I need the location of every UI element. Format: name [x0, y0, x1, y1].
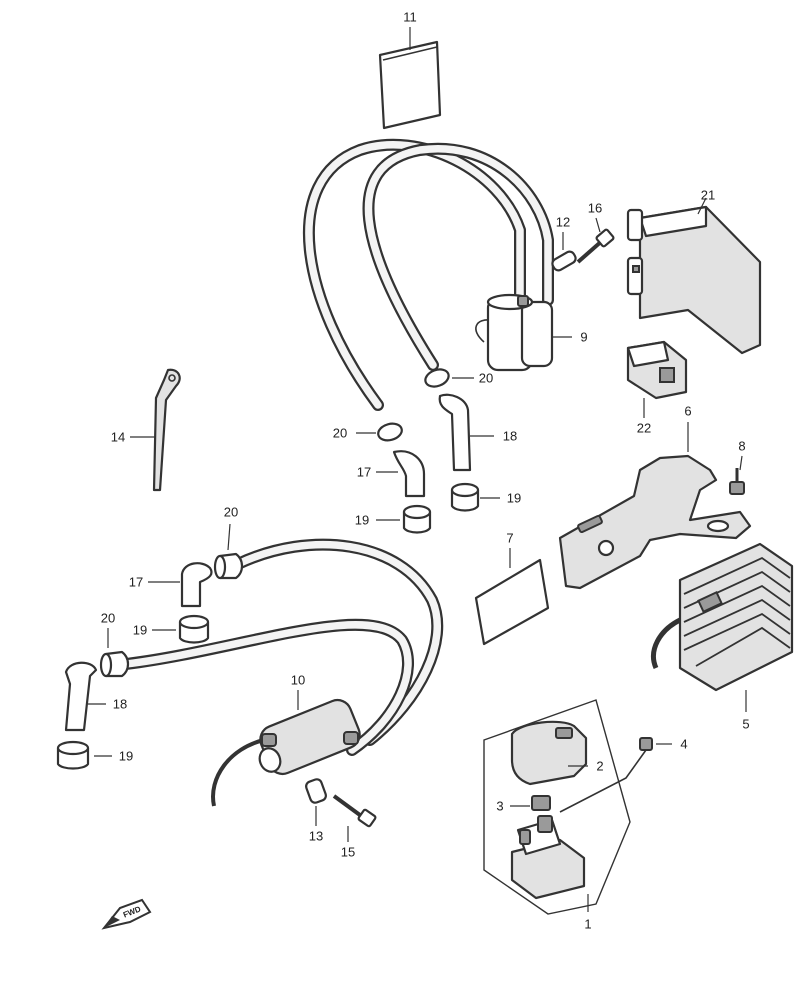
- callout-7: 7: [506, 531, 513, 546]
- part-17-spark-plug-cap: [392, 450, 426, 498]
- front-arrow-icon: FWD: [101, 898, 152, 930]
- part-14-cable-clamp: [152, 368, 181, 492]
- part-1-starter-relay-assembly-frame: [483, 699, 631, 915]
- callout-3: 3: [496, 799, 503, 814]
- part-22-relay: [626, 340, 688, 400]
- part-21-igniter-unit: [626, 205, 762, 355]
- callout-8: 8: [738, 439, 745, 454]
- callout-5: 5: [742, 717, 749, 732]
- callout-20b: 20: [333, 426, 347, 441]
- callout-6: 6: [684, 404, 691, 419]
- part-8-screw: [729, 468, 745, 495]
- part-18-spark-plug-cap-2: [64, 661, 98, 732]
- part-19-cap-boot-3: [178, 614, 210, 644]
- callout-14: 14: [111, 430, 125, 445]
- callout-10: 10: [291, 673, 305, 688]
- callout-2: 2: [596, 759, 603, 774]
- callout-9: 9: [580, 330, 587, 345]
- part-10-ignition-coil: [211, 698, 361, 807]
- part-19-cap-boot-4: [56, 740, 90, 770]
- callout-16: 16: [588, 201, 602, 216]
- callout-21: 21: [701, 188, 715, 203]
- part-7-cushion-pad: [474, 558, 550, 646]
- callout-20c: 20: [224, 505, 238, 520]
- upper-high-tension-leads: [302, 138, 554, 411]
- callout-22: 22: [637, 421, 651, 436]
- part-6-bracket: [558, 454, 752, 590]
- callout-20d: 20: [101, 611, 115, 626]
- part-20-spark-plug-cap-seal-4: [99, 650, 130, 678]
- part-15-bolt: [332, 794, 377, 828]
- callout-15: 15: [341, 845, 355, 860]
- part-4-screw: [559, 737, 653, 813]
- part-3-fuse: [531, 795, 551, 811]
- callout-18a: 18: [503, 429, 517, 444]
- part-20-spark-plug-cap-seal-2: [377, 422, 403, 442]
- part-9-ignition-coil: [475, 293, 554, 372]
- callout-12: 12: [556, 215, 570, 230]
- part-2-relay-cover: [510, 720, 588, 786]
- callout-1: 1: [584, 917, 591, 932]
- part-19-cap-boot-2: [402, 504, 432, 534]
- callout-17a: 17: [357, 465, 371, 480]
- callout-17b: 17: [129, 575, 143, 590]
- callout-19d: 19: [119, 749, 133, 764]
- callout-13: 13: [309, 829, 323, 844]
- part-12-spacer: [551, 250, 577, 272]
- callout-4: 4: [680, 737, 687, 752]
- callout-11: 11: [403, 10, 417, 25]
- part-13-spacer: [305, 778, 327, 804]
- starter-relay-body: [510, 815, 586, 900]
- callout-19b: 19: [355, 513, 369, 528]
- part-11-label-pad: [378, 40, 442, 130]
- part-16-bolt: [576, 228, 615, 264]
- part-5-regulator-rectifier: [651, 542, 794, 692]
- lower-high-tension-leads: [120, 538, 444, 756]
- callout-20a: 20: [479, 371, 493, 386]
- part-20-spark-plug-cap-seal-3: [213, 552, 244, 580]
- part-17-spark-plug-cap-2: [180, 562, 213, 608]
- part-20-spark-plug-cap-seal: [424, 368, 450, 388]
- callout-18b: 18: [113, 697, 127, 712]
- callout-19a: 19: [507, 491, 521, 506]
- part-19-cap-boot: [450, 482, 480, 512]
- part-18-spark-plug-cap: [438, 393, 472, 472]
- callout-19c: 19: [133, 623, 147, 638]
